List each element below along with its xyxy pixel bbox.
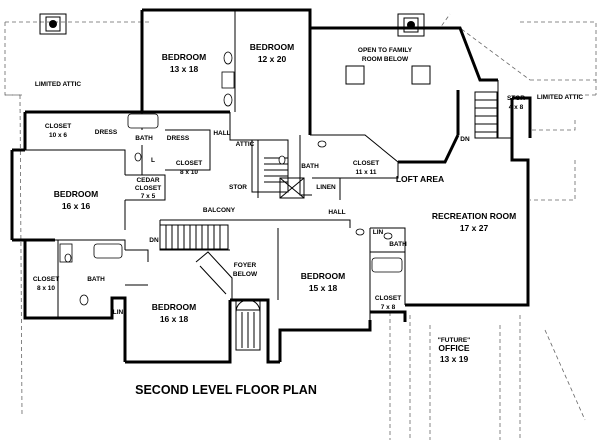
stor-ne-size: 4 x 8: [509, 104, 524, 111]
dress-left-label: DRESS: [95, 129, 118, 136]
bedroom-center-size: 15 x 18: [309, 283, 338, 293]
closet-se-size: 7 x 8: [381, 304, 396, 311]
bath-fixtures: [59, 51, 403, 351]
dn-ne-label: DN: [460, 136, 470, 143]
recreation-room-name: RECREATION ROOM: [432, 211, 516, 221]
closet-mid-name: CLOSET: [176, 160, 202, 167]
l-small-label: L: [151, 157, 155, 164]
attic-small-label: ATTIC: [236, 141, 255, 148]
foyer-below-line2: BELOW: [233, 271, 258, 278]
bedroom-center-name: BEDROOM: [301, 271, 345, 281]
bath-nw-label: BATH: [135, 135, 153, 142]
bedroom-sw-name: BEDROOM: [152, 302, 196, 312]
bath-sw-label: BATH: [87, 276, 105, 283]
attic-stair: [251, 139, 305, 199]
chimney-left: [39, 13, 67, 35]
lin-sw-label: LIN: [113, 309, 124, 316]
future-office-line1: "FUTURE": [438, 337, 471, 344]
open-to-family-line2: ROOM BELOW: [362, 56, 409, 63]
dn-stair-label: DN: [149, 237, 159, 244]
bedroom-w-size: 16 x 16: [62, 201, 91, 211]
closet-mid-size: 8 x 10: [180, 169, 198, 176]
loft-area-label: LOFT AREA: [396, 174, 444, 184]
closet-center-name: CLOSET: [353, 160, 379, 167]
foyer-rail: [195, 251, 261, 313]
skylight-left: [345, 65, 365, 85]
skylight-right: [411, 65, 431, 85]
future-office-line2: OFFICE: [438, 343, 469, 353]
roof-outline: [4, 13, 597, 440]
bedroom-w-name: BEDROOM: [54, 189, 98, 199]
main-stair: [159, 224, 229, 250]
ne-stair: [474, 91, 498, 139]
bedroom-n-size: 12 x 20: [258, 54, 287, 64]
exterior-walls: [10, 8, 532, 364]
closet-sw-name: CLOSET: [33, 276, 59, 283]
bath-right-label: BATH: [389, 241, 407, 248]
bedroom-n-name: BEDROOM: [250, 42, 294, 52]
bedroom-nw-name: BEDROOM: [162, 52, 206, 62]
limited-attic-left: LIMITED ATTIC: [35, 81, 82, 88]
dress-right-label: DRESS: [167, 135, 190, 142]
open-to-family-line1: OPEN TO FAMILY: [358, 47, 413, 54]
recreation-room-size: 17 x 27: [460, 223, 489, 233]
future-office-size: 13 x 19: [440, 354, 469, 364]
hall-center-label: HALL: [328, 209, 345, 216]
cedar-closet-line1: CEDAR: [136, 177, 159, 184]
closet-sw-size: 8 x 10: [37, 285, 55, 292]
closet-se-name: CLOSET: [375, 295, 401, 302]
chimney-right: [397, 13, 425, 37]
closet-nw-size: 10 x 6: [49, 132, 67, 139]
bedroom-nw-size: 13 x 18: [170, 64, 199, 74]
stor-ne-name: STOR: [507, 95, 525, 102]
bath-center-label: BATH: [301, 163, 319, 170]
room-labels: BEDROOM 13 x 18 BEDROOM 12 x 20 OPEN TO …: [33, 42, 584, 364]
bedroom-sw-size: 16 x 18: [160, 314, 189, 324]
balcony-label: BALCONY: [203, 207, 236, 214]
cedar-closet-line2: CLOSET: [135, 185, 161, 192]
hall-n-label: HALL: [213, 130, 230, 137]
plan-title: SECOND LEVEL FLOOR PLAN: [135, 383, 317, 397]
foyer-below-line1: FOYER: [234, 262, 257, 269]
closet-center-size: 11 x 11: [356, 169, 377, 176]
cedar-closet-size: 7 x 5: [141, 193, 156, 200]
limited-attic-right: LIMITED ATTIC: [537, 94, 584, 101]
stor-stair-label: STOR: [229, 184, 247, 191]
closet-nw-name: CLOSET: [45, 123, 71, 130]
lin-right-label: LIN: [373, 229, 384, 236]
linen-label: LINEN: [316, 184, 336, 191]
